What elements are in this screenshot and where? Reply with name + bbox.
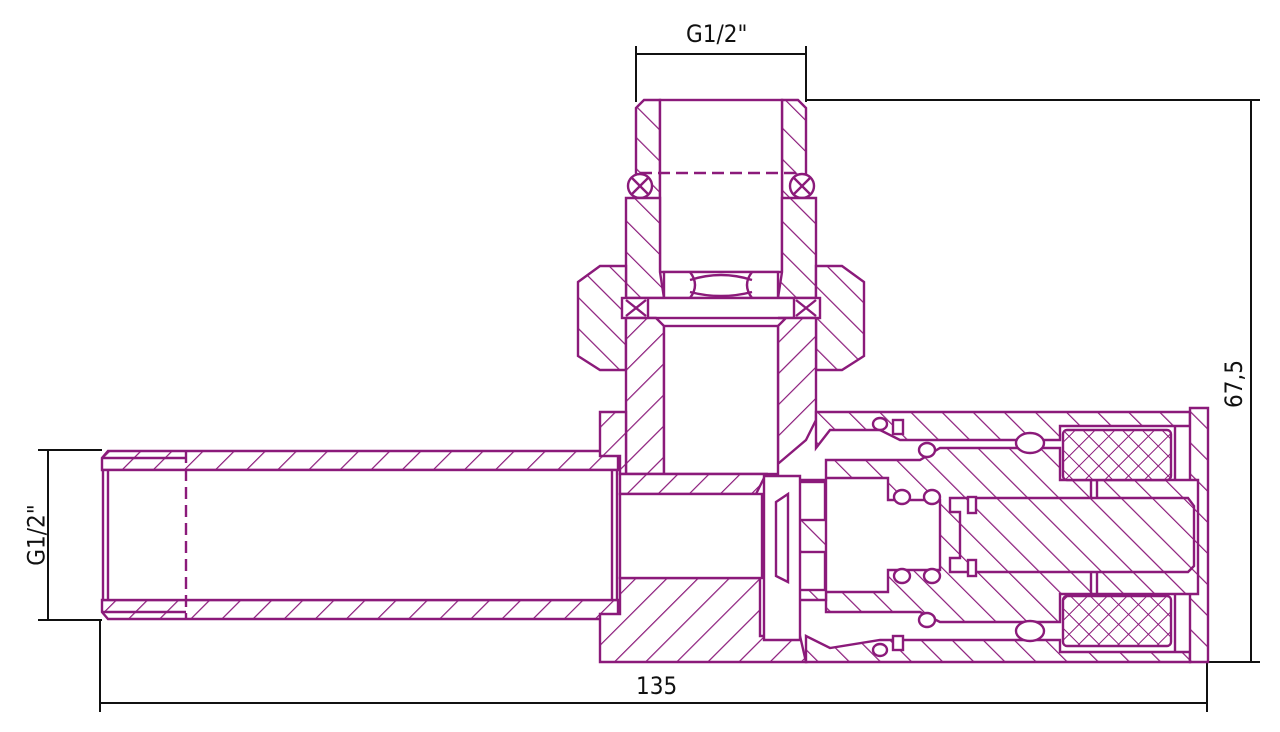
dimension-label-left-thread: G1/2": [22, 504, 51, 566]
dimension-lines: [38, 46, 1260, 712]
left-pipe-nipple: [100, 449, 620, 621]
dimension-label-top-thread: G1/2": [686, 20, 748, 48]
valve-body: [598, 316, 1210, 664]
top-connection: [576, 98, 866, 372]
valve-cartridge: [762, 416, 1200, 658]
dimension-label-length: 135: [636, 672, 678, 700]
o-ring-top-left: [626, 172, 654, 200]
o-ring-top-right: [788, 172, 816, 200]
dimension-label-height: 67,5: [1220, 359, 1249, 409]
